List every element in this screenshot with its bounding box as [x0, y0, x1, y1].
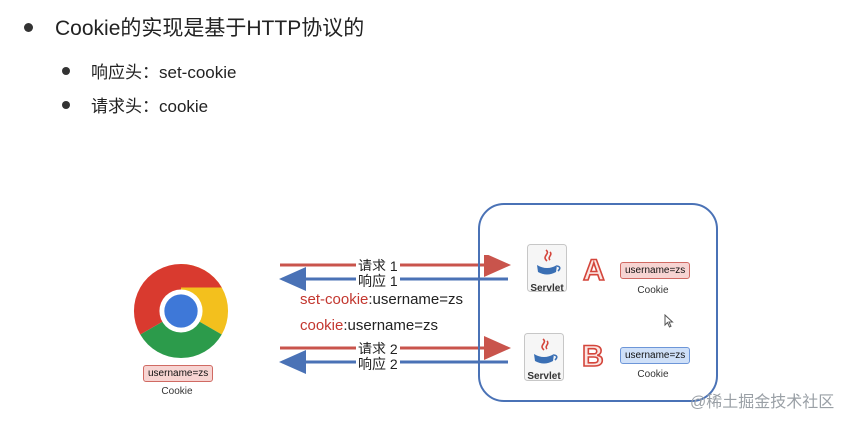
set-cookie-key: set-cookie	[300, 291, 369, 308]
chrome-icon	[133, 263, 229, 359]
servlet-a-cookie-tag: username=zs	[620, 262, 691, 279]
main-heading: Cookie的实现是基于HTTP协议的	[55, 17, 365, 40]
cookie-header: cookie:username=zs	[300, 317, 438, 334]
servlet-a-label: Servlet	[530, 283, 564, 294]
sub-bullet-text: 请求头：cookie	[91, 97, 209, 116]
java-servlet-icon	[524, 333, 564, 381]
servlet-a-letter: A	[582, 253, 605, 288]
set-cookie-header: set-cookie:username=zs	[300, 291, 463, 308]
cookie-value: :username=zs	[343, 317, 438, 334]
sub-bullet-request: 请求头：cookie	[62, 92, 208, 117]
response-1-label: 响应 1	[356, 271, 400, 291]
servlet-b-letter: B	[581, 339, 604, 374]
browser-cookie-caption: Cookie	[161, 386, 193, 397]
bullet-dot	[62, 100, 70, 109]
bullet-dot	[62, 66, 70, 75]
main-bullet: Cookie的实现是基于HTTP协议的	[24, 12, 364, 42]
java-servlet-icon	[527, 244, 567, 292]
server-container	[478, 203, 718, 402]
cursor-icon	[664, 314, 674, 328]
browser-cookie-tag: username=zs	[143, 365, 214, 382]
servlet-b-label: Servlet	[527, 371, 561, 382]
cookie-key: cookie	[300, 317, 344, 334]
servlet-b-cookie-tag: username=zs	[620, 347, 691, 364]
sub-bullet-response: 响应头：set-cookie	[62, 58, 236, 83]
servlet-b-cookie-caption: Cookie	[637, 369, 669, 380]
set-cookie-value: :username=zs	[368, 291, 464, 308]
servlet-a-cookie-caption: Cookie	[637, 285, 669, 296]
bullet-dot	[24, 22, 33, 32]
watermark-text: @稀土掘金技术社区	[690, 394, 835, 411]
response-2-label: 响应 2	[356, 354, 400, 374]
sub-bullet-text: 响应头：set-cookie	[91, 63, 237, 82]
